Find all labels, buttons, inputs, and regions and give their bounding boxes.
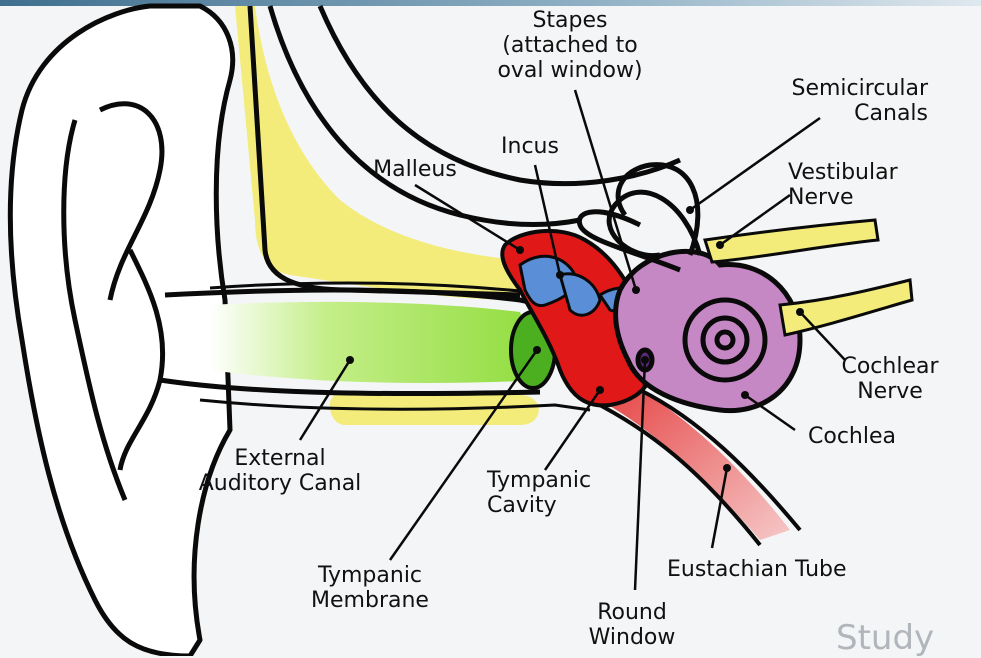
label-semicircular-canals: Semicircular Canals bbox=[730, 76, 928, 126]
label-tympanic-membrane-line-2: Membrane bbox=[300, 588, 440, 613]
watermark-text: Study bbox=[836, 618, 934, 658]
label-cochlear-nerve: Cochlear Nerve bbox=[830, 354, 950, 404]
label-external-line-1: External bbox=[170, 446, 390, 471]
pinna bbox=[10, 6, 232, 656]
label-incus: Incus bbox=[480, 134, 580, 159]
label-cochlea: Cochlea bbox=[808, 424, 928, 449]
label-cochlea-line-1: Cochlea bbox=[808, 424, 928, 449]
label-tympanic-membrane: Tympanic Membrane bbox=[300, 563, 440, 613]
study-watermark: Study bbox=[836, 618, 934, 658]
label-round-window-line-1: Round bbox=[572, 600, 692, 625]
label-malleus-line-1: Malleus bbox=[355, 157, 475, 182]
label-cochlear-nerve-line-2: Nerve bbox=[830, 379, 950, 404]
label-cochlear-nerve-line-1: Cochlear bbox=[830, 354, 950, 379]
label-tympanic-cavity-line-1: Tympanic bbox=[487, 468, 617, 493]
label-vestibular-line-2: Nerve bbox=[788, 185, 928, 210]
label-tympanic-cavity-line-2: Cavity bbox=[487, 493, 617, 518]
label-semicircular-line-1: Semicircular bbox=[730, 76, 928, 101]
label-stapes: Stapes (attached to oval window) bbox=[470, 8, 670, 83]
label-round-window: Round Window bbox=[572, 600, 692, 650]
label-eustachian-line-1: Eustachian Tube bbox=[667, 557, 887, 582]
label-stapes-line-2: (attached to bbox=[470, 33, 670, 58]
label-tympanic-cavity: Tympanic Cavity bbox=[487, 468, 617, 518]
label-malleus: Malleus bbox=[355, 157, 475, 182]
label-tympanic-membrane-line-1: Tympanic bbox=[300, 563, 440, 588]
label-eustachian-tube: Eustachian Tube bbox=[667, 557, 887, 582]
label-vestibular-line-1: Vestibular bbox=[788, 160, 928, 185]
label-external-line-2: Auditory Canal bbox=[170, 471, 390, 496]
label-round-window-line-2: Window bbox=[572, 625, 692, 650]
label-external-auditory-canal: External Auditory Canal bbox=[170, 446, 390, 496]
label-stapes-line-3: oval window) bbox=[470, 58, 670, 83]
label-stapes-line-1: Stapes bbox=[470, 8, 670, 33]
label-incus-line-1: Incus bbox=[480, 134, 580, 159]
label-vestibular-nerve: Vestibular Nerve bbox=[788, 160, 928, 210]
label-semicircular-line-2: Canals bbox=[730, 101, 928, 126]
